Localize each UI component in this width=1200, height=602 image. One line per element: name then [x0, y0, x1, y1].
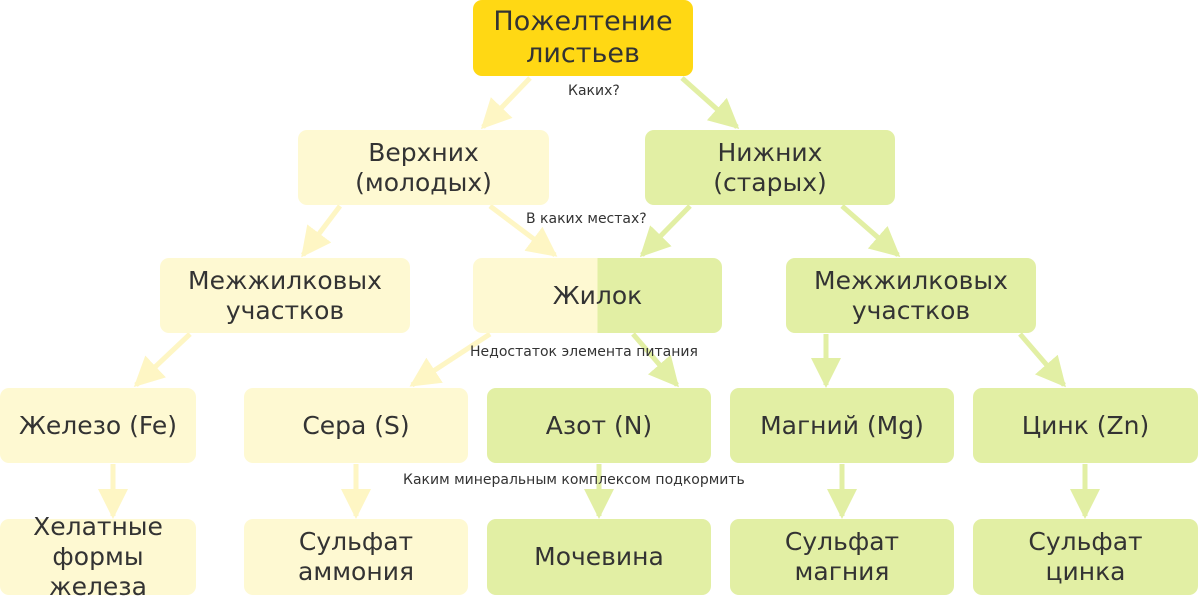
node-iron: Железо (Fe) — [0, 388, 196, 463]
node-magnesium: Магний (Mg) — [730, 388, 954, 463]
arrow-upper-to-veins — [488, 204, 558, 257]
node-nitrogen: Азот (N) — [487, 388, 711, 463]
root-node: Пожелтение листьев — [473, 0, 693, 76]
node-interveinal-young: Межжилковых участков — [160, 258, 410, 333]
node-iron-chelates: Хелатные формы железа — [0, 512, 196, 601]
node-urea: Мочевина — [487, 519, 711, 595]
question-fertilizer: Каким минеральным комплексом подкормить — [403, 472, 745, 488]
node-veins: Жилок — [473, 258, 722, 333]
arrow-root-to-upper — [480, 76, 532, 130]
question-deficiency: Недостаток элемента питания — [470, 344, 698, 360]
arrow-lower-to-interveinal — [840, 204, 901, 257]
arrow-root-to-lower — [680, 76, 740, 129]
arrow-interveinal-to-iron — [133, 332, 192, 388]
arrow-veins-to-nitrogen — [631, 332, 679, 388]
node-zinc-sulfate: Сульфат цинка — [973, 519, 1198, 595]
node-ammonium-sulfate: Сульфат аммония — [244, 519, 468, 595]
node-lower-old: Нижних (старых) — [645, 130, 895, 205]
question-where: В каких местах? — [526, 211, 647, 227]
node-interveinal-old: Межжилковых участков — [786, 258, 1036, 333]
question-which: Каких? — [568, 83, 620, 99]
arrow-upper-to-interveinal — [301, 204, 342, 258]
node-sulfur: Сера (S) — [244, 388, 468, 463]
arrow-interveinal-to-zinc — [1018, 332, 1066, 388]
node-upper-young: Верхних (молодых) — [298, 130, 549, 205]
arrow-veins-to-sulfur — [409, 331, 492, 388]
node-magnesium-sulfate: Сульфат магния — [730, 519, 954, 595]
arrow-lower-to-veins — [639, 204, 692, 258]
node-zinc: Цинк (Zn) — [973, 388, 1198, 463]
